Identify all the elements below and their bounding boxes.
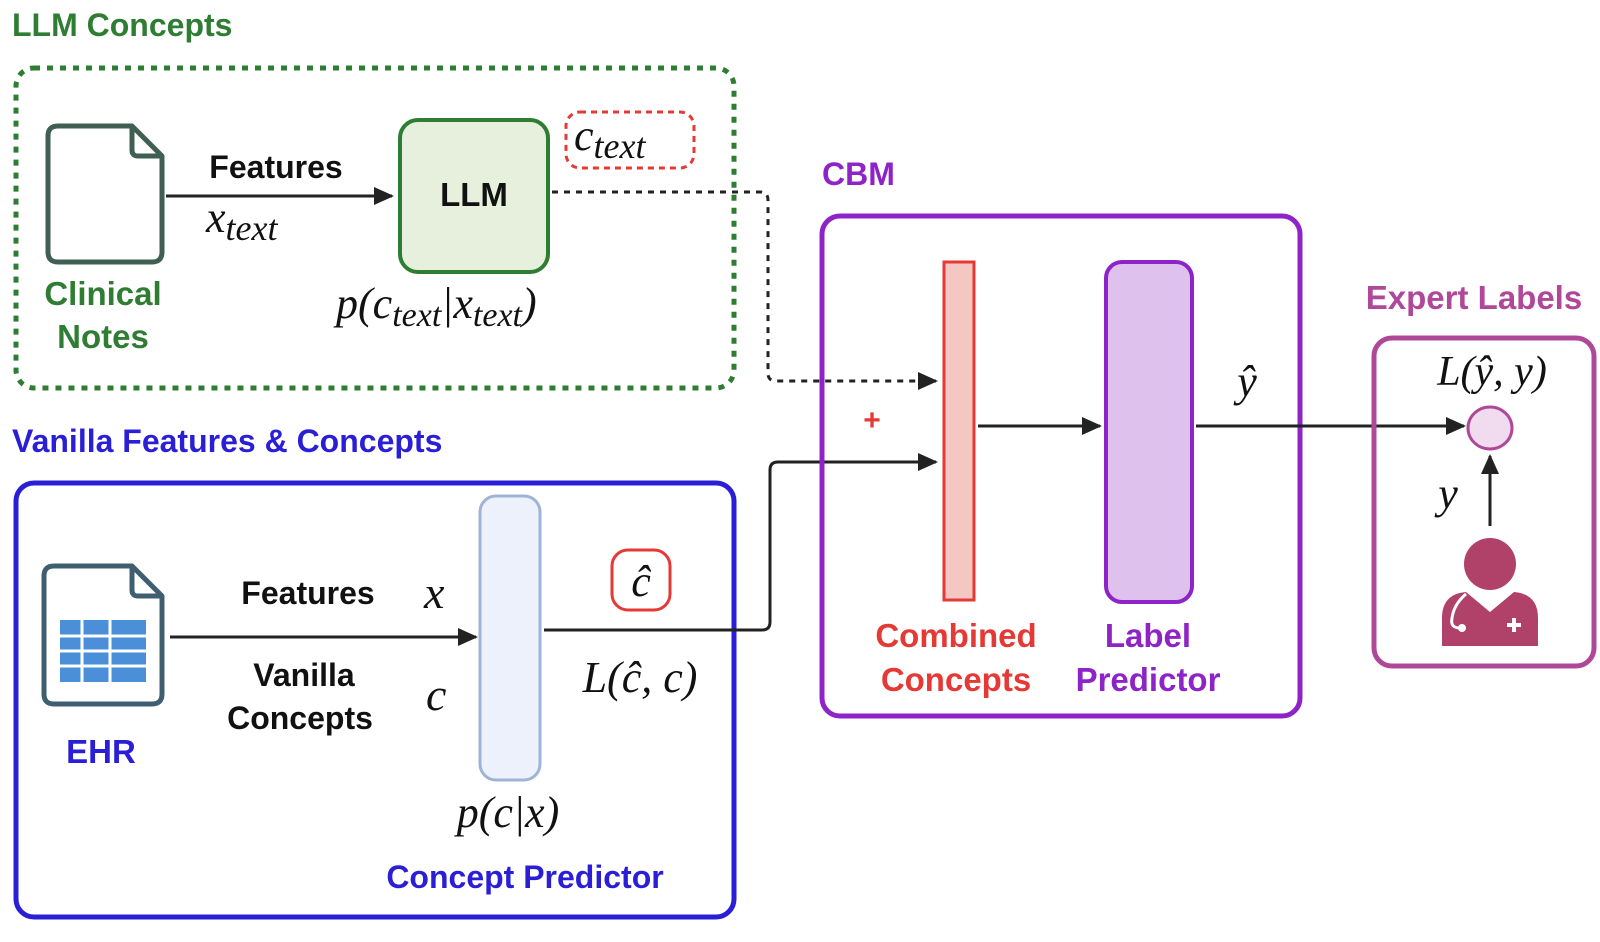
combined-concepts-label-line2: Concepts xyxy=(881,661,1031,698)
concept-predictor-label: Concept Predictor xyxy=(386,859,663,895)
llm-features-label: Features xyxy=(209,149,342,185)
predictor-probability: p(c|x) xyxy=(454,788,559,837)
label-predictor-block xyxy=(1104,260,1194,604)
llm-to-combined-arrow xyxy=(552,190,938,390)
ehr-label: EHR xyxy=(66,733,136,770)
c-hat-badge xyxy=(610,548,672,612)
spreadsheet-icon xyxy=(41,563,165,707)
concept-predictor-block xyxy=(478,494,542,782)
combine-plus: + xyxy=(863,404,881,437)
combined-concepts-label-line1: Combined xyxy=(875,617,1036,654)
vanilla-features-label: Features xyxy=(241,575,374,611)
concept-loss: L(ĉ, c) xyxy=(582,653,698,702)
llm-box xyxy=(398,118,550,274)
label-predictor-label-line2: Predictor xyxy=(1076,661,1221,698)
clinical-notes-label-line1: Clinical xyxy=(44,275,161,312)
cbm-section-box xyxy=(819,213,1303,719)
doctor-icon xyxy=(1442,538,1538,646)
y-hat-symbol: ŷ xyxy=(1233,357,1257,406)
label-predictor-label-line1: Label xyxy=(1105,617,1191,654)
y-symbol: y xyxy=(1434,469,1458,518)
loss-node xyxy=(1466,405,1514,451)
cbm-section-title: CBM xyxy=(822,156,895,192)
vanilla-section-title: Vanilla Features & Concepts xyxy=(12,423,442,459)
c-hat-symbol: ĉ xyxy=(631,557,651,606)
vanilla-concepts-label-line1: Vanilla xyxy=(253,657,355,693)
vanilla-section-box xyxy=(13,480,737,920)
llm-section-box xyxy=(13,65,737,391)
document-icon xyxy=(45,123,165,265)
c-text-badge xyxy=(564,110,696,170)
llm-section-title: LLM Concepts xyxy=(12,7,232,43)
vanilla-concepts-label-line2: Concepts xyxy=(227,700,373,736)
combined-concepts-block xyxy=(942,260,976,602)
expert-section-box xyxy=(1371,335,1597,669)
clinical-notes-label-line2: Notes xyxy=(57,318,149,355)
x-text-symbol: xtext xyxy=(205,193,278,248)
llm-label: LLM xyxy=(440,176,508,213)
expert-section-title: Expert Labels xyxy=(1366,279,1582,316)
c-symbol: c xyxy=(426,669,446,720)
llm-probability: p(ctext|xtext) xyxy=(333,279,537,334)
c-text-symbol: ctext xyxy=(574,111,646,166)
x-symbol: x xyxy=(423,567,445,618)
label-loss: L(ŷ, y) xyxy=(1436,349,1547,395)
predictor-to-combined-arrow xyxy=(544,453,938,632)
